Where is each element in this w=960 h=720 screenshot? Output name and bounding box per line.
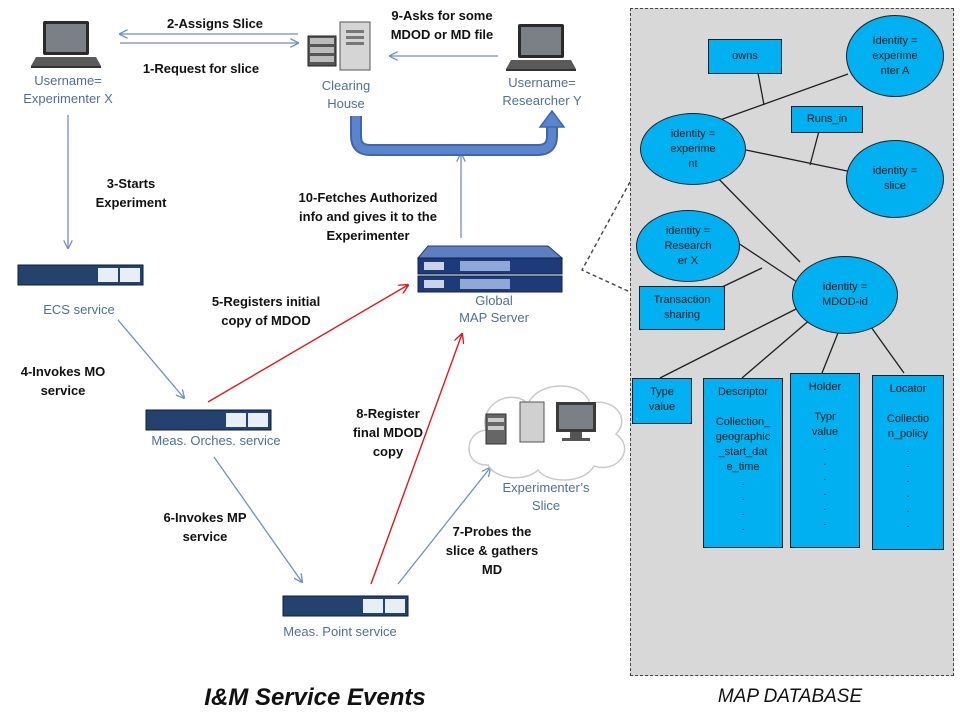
- arrow-invokes-mo: [117, 319, 184, 398]
- arrow-register-final: [370, 334, 462, 585]
- db-identity-researcher-x: identity = Research er X: [636, 210, 740, 282]
- global-map-server-label: Global MAP Server: [459, 293, 529, 325]
- event-5-label: 5-Registers initial copy of MDOD: [211, 294, 321, 328]
- meas-point-device-icon: [282, 595, 409, 617]
- researcher-y-label: Username= Researcher Y: [502, 75, 582, 108]
- experimenter-x-label: Username= Experimenter X: [23, 73, 113, 106]
- db-transaction-sharing-box: Transaction sharing: [639, 286, 725, 330]
- event-1-label: 1-Request for slice: [142, 61, 260, 76]
- laptop-experimenter-x-icon: [31, 21, 101, 68]
- event-10-label: 10-Fetches Authorized info and gives it …: [298, 190, 438, 243]
- db-identity-slice: identity = slice: [846, 140, 944, 218]
- map-database-title: MAP DATABASE: [717, 686, 863, 707]
- db-locator-text: Locator Collectio n_policy . . . . . .: [886, 383, 930, 530]
- arrow-probes-slice: [397, 468, 490, 585]
- curved-arrow-to-researcher: [350, 109, 566, 156]
- clearing-house-label: Clearing House: [321, 78, 371, 111]
- event-7-label: 7-Probes the slice & gathers MD: [445, 524, 539, 577]
- event-2-label: 2-Assigns Slice: [166, 16, 264, 31]
- event-6-label: 6-Invokes MP service: [163, 510, 247, 544]
- experimenter-slice-label: Experimenter’s Slice: [502, 480, 590, 513]
- db-identity-experiment: identity = experime nt: [640, 113, 746, 185]
- db-locator-box: Locator Collectio n_policy . . . . . .: [872, 375, 944, 550]
- event-8-label: 8-Register final MDOD copy: [352, 406, 424, 459]
- laptop-researcher-y-icon: [506, 24, 576, 71]
- db-identity-experimenter-a-text: Identity = experime nter A: [872, 34, 918, 77]
- db-type-value-box: Type value: [632, 378, 692, 424]
- db-identity-mdod-text: identity = MDOD-id: [822, 281, 868, 308]
- arrow-invokes-mp: [213, 456, 302, 582]
- db-identity-experiment-text: identity = experime nt: [670, 127, 716, 170]
- ecs-service-label: ECS service: [43, 302, 115, 317]
- event-3-label: 3-Starts Experiment: [95, 176, 167, 210]
- callout-line: [581, 181, 631, 293]
- db-identity-experimenter-a: Identity = experime nter A: [846, 15, 944, 97]
- db-owns-box: owns: [708, 39, 782, 74]
- meas-orches-label: Meas. Orches. service: [151, 433, 281, 448]
- db-holder-box: Holder Typr value . . . . . .: [790, 373, 860, 548]
- db-descriptor-box: Descriptor Collection_ geographic _start…: [703, 378, 783, 548]
- event-4-label: 4-Invokes MO service: [20, 364, 106, 398]
- page-title: I&M Service Events: [204, 684, 426, 711]
- meas-orches-device-icon: [145, 409, 272, 431]
- db-transaction-sharing-text: Transaction sharing: [653, 294, 711, 321]
- global-map-server-icon: [416, 245, 564, 293]
- ecs-service-device-icon: [17, 264, 144, 286]
- db-identity-researcher-x-text: identity = Research er X: [664, 224, 712, 267]
- clearing-house-server-icon: [307, 21, 371, 71]
- db-owns-text: owns: [732, 50, 758, 62]
- db-runs-in-box: Runs_in: [791, 106, 863, 133]
- db-runs-in-text: Runs_in: [806, 113, 848, 125]
- arrow-registers-initial: [207, 285, 408, 403]
- db-descriptor-text: Descriptor Collection_ geographic _start…: [715, 386, 771, 533]
- db-connectors: [659, 72, 905, 379]
- db-identity-slice-text: identity = slice: [872, 165, 918, 192]
- event-9-label: 9-Asks for some MDOD or MD file: [390, 8, 494, 42]
- db-type-value-text: Type value: [648, 386, 676, 413]
- meas-point-label: Meas. Point service: [283, 624, 397, 639]
- db-holder-text: Holder Typr value . . . . . .: [808, 381, 842, 528]
- db-identity-mdod: identity = MDOD-id: [792, 256, 898, 334]
- experimenter-slice-cloud-icon: [468, 385, 626, 481]
